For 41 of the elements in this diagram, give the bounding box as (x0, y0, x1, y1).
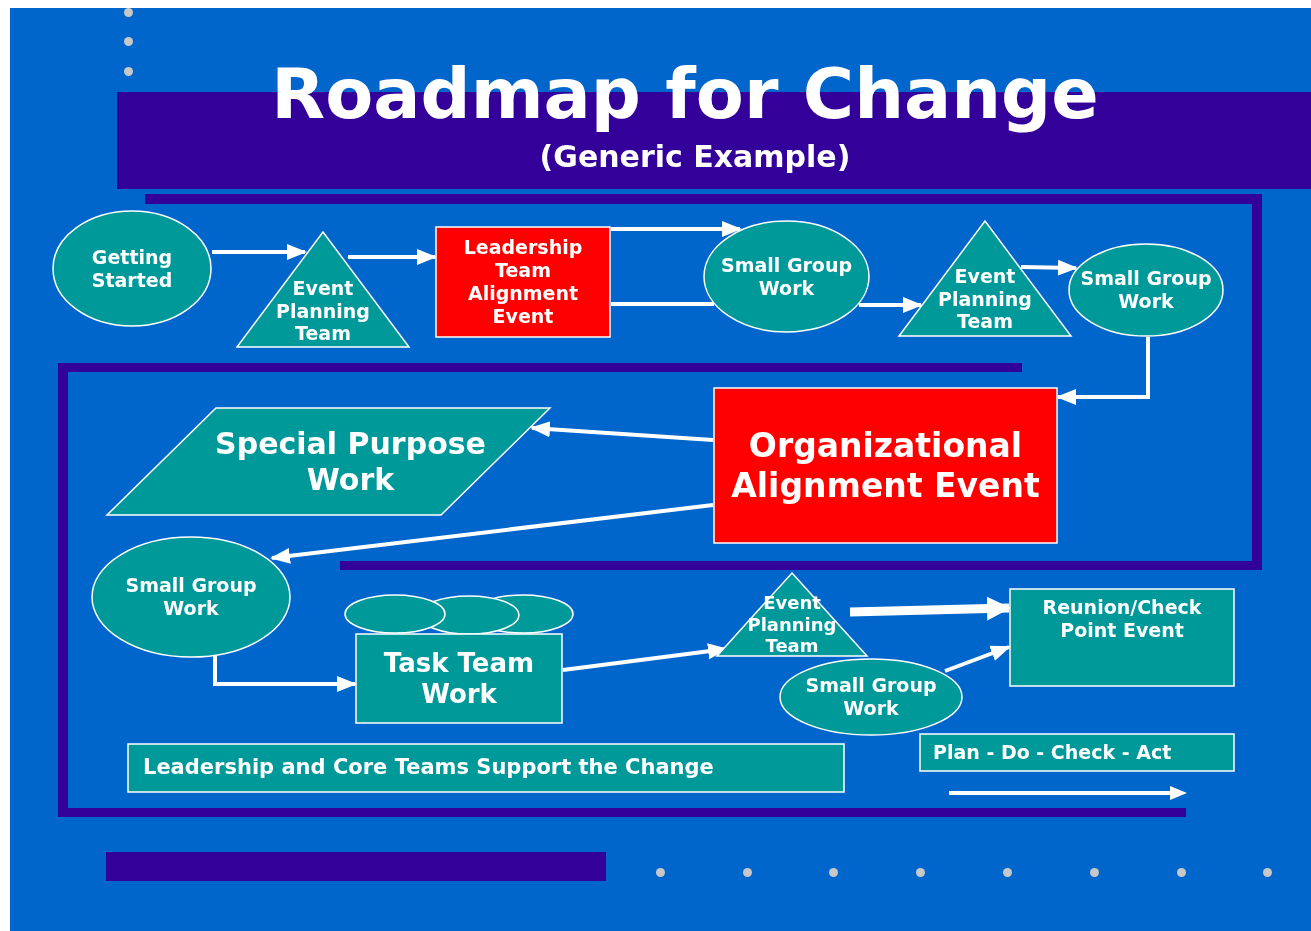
arrow (944, 645, 1011, 673)
node-text: Event Planning Team (937, 264, 1033, 334)
arrow (212, 244, 307, 260)
arrow (270, 503, 714, 564)
oval-shape (703, 220, 870, 333)
node-text: Special Purpose Work (214, 426, 487, 498)
node-text: Event Planning Team (746, 592, 838, 657)
node-text: Event Planning Team (275, 276, 371, 346)
triangle-shape (898, 220, 1072, 337)
process-box (919, 733, 1235, 772)
arrow (849, 596, 1011, 621)
node-text: Small Group Work (719, 253, 854, 300)
arrow (213, 656, 357, 692)
node-text: Small Group Work (124, 574, 258, 620)
node-text: Leadership Team Alignment Event (462, 236, 584, 328)
arrow (530, 421, 714, 442)
event-box (435, 226, 611, 338)
triangle-shape (716, 572, 868, 657)
node-text: Reunion/Check Point Event (1041, 596, 1203, 642)
subtitle: (Generic Example) (538, 138, 852, 176)
arrow (859, 297, 923, 313)
node-text: Getting Started (90, 245, 174, 292)
oval-shape (779, 658, 963, 736)
node-text: Task Team Work (382, 647, 536, 711)
process-box (127, 743, 845, 793)
process-box (1009, 588, 1235, 687)
arrow (611, 221, 742, 237)
oval-shape (1068, 243, 1224, 337)
parallelogram-shape (106, 407, 551, 516)
oval-shape (91, 536, 291, 658)
node-text: Leadership and Core Teams Support the Change (143, 755, 714, 781)
title: Roadmap for Change (270, 52, 1100, 137)
oval-shape (52, 210, 212, 327)
node-text: Small Group Work (804, 674, 938, 720)
node-text: Small Group Work (1079, 267, 1213, 313)
node-text: Organizational Alignment Event (730, 425, 1041, 506)
node-text: Plan - Do - Check - Act (933, 741, 1172, 764)
triangle-shape (236, 231, 410, 348)
arrow (1020, 259, 1078, 276)
arrow (348, 249, 437, 265)
event-box (713, 387, 1058, 544)
